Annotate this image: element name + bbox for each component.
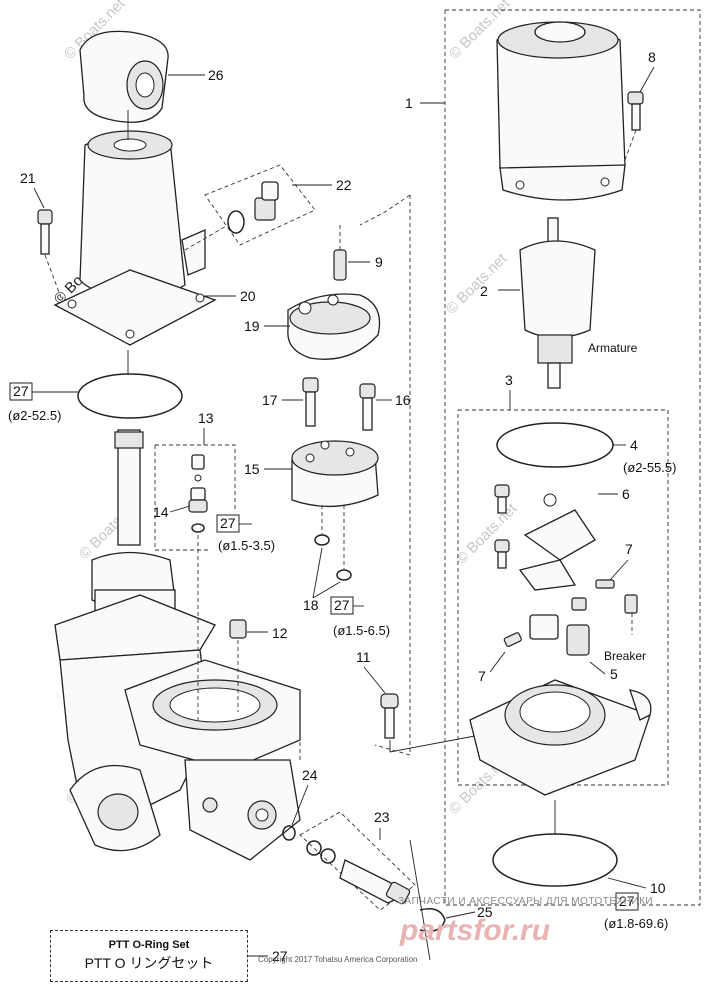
callout-6: 6 <box>622 486 630 502</box>
part-16-bolt <box>359 383 376 431</box>
part-1-group-box <box>444 9 701 906</box>
callout-12: 12 <box>272 625 288 641</box>
part-5-breaker <box>503 614 590 656</box>
callout-10: 10 <box>650 880 666 896</box>
spec-3-5: (ø1.5-3.5) <box>218 538 275 553</box>
part-23-valve <box>306 840 411 905</box>
callout-9: 9 <box>375 254 383 270</box>
callout-25: 25 <box>477 904 493 920</box>
o-ring-69-6 <box>492 833 618 887</box>
part-23-group-box <box>299 811 416 911</box>
o-ring-3-5 <box>191 523 205 533</box>
callout-27-ref: 27 <box>619 893 635 909</box>
ref-box-27 <box>330 596 354 615</box>
o-ring-part-24 <box>282 825 296 841</box>
o-ring-set-legend: PTT O-Ring Set PTT O リングセット <box>50 930 248 982</box>
callout-15: 15 <box>244 461 260 477</box>
spec-6-5: (ø1.5-6.5) <box>333 623 390 638</box>
callout-3: 3 <box>505 372 513 388</box>
part-9-pin <box>333 249 347 281</box>
part-7-spring-upper <box>571 579 638 614</box>
part-22-valve <box>227 181 279 234</box>
callout-27-ref: 27 <box>220 515 236 531</box>
callout-22: 22 <box>336 177 352 193</box>
copyright-text: Copyright 2017 Tohatsu America Corporati… <box>258 955 418 964</box>
part-2-armature <box>519 217 596 389</box>
callout-11: 11 <box>356 649 371 665</box>
site-ad-text: ЗАПЧАСТИ И АКСЕССУАРЫ ДЛЯ МОТОТЕХНИКИ <box>398 896 653 907</box>
watermark: © Boats.net <box>443 250 511 318</box>
part-13-check-valve <box>188 454 208 513</box>
o-ring-55-5 <box>496 422 614 468</box>
watermark: © Boats.net <box>453 500 521 568</box>
part-6-brush-holder <box>494 484 596 591</box>
callout-24: 24 <box>302 767 318 783</box>
breaker-label: Breaker <box>604 649 646 663</box>
o-ring-6-5 <box>336 569 352 581</box>
spec-52-5: (ø2-52.5) <box>8 408 61 423</box>
part-12-valve <box>229 619 247 639</box>
callout-23: 23 <box>374 809 390 825</box>
callout-7: 7 <box>478 668 486 684</box>
armature-label: Armature <box>588 341 638 355</box>
callout-16: 16 <box>395 392 411 408</box>
site-logo: partsfor.ru <box>399 914 550 947</box>
callout-17: 17 <box>262 392 278 408</box>
part-8-screw <box>627 91 644 131</box>
callout-14: 14 <box>153 504 169 520</box>
callout-20: 20 <box>240 288 256 304</box>
spec-69-6: (ø1.8-69.6) <box>604 916 668 931</box>
part-20-housing <box>53 130 217 346</box>
ref-box-27 <box>615 892 639 911</box>
motor-base-plate <box>469 679 652 796</box>
part-21-bolt <box>37 209 53 255</box>
o-ring-6-5 <box>314 534 330 546</box>
part-22-group-box <box>204 164 316 246</box>
callout-21: 21 <box>20 170 36 186</box>
callout-5: 5 <box>610 666 618 682</box>
callout-8: 8 <box>648 49 656 65</box>
ref-box-27 <box>9 382 33 401</box>
callout-1: 1 <box>405 95 413 111</box>
spec-55-5: (ø2-55.5) <box>623 460 676 475</box>
part-15-pump <box>291 440 379 508</box>
part-1-motor-housing <box>496 21 626 201</box>
o-ring-52-5 <box>77 373 183 419</box>
part-17-bolt <box>302 377 319 427</box>
callout-27-legend: 27 <box>272 948 288 964</box>
callout-18: 18 <box>303 597 319 613</box>
callout-2: 2 <box>480 283 488 299</box>
part-11-screw <box>380 693 399 739</box>
part-3-group-box <box>457 409 669 786</box>
part-19-plate <box>287 293 381 360</box>
callout-4: 4 <box>630 437 638 453</box>
legend-title: PTT O-Ring Set <box>108 939 190 951</box>
clip-part-25 <box>419 908 446 932</box>
callout-13: 13 <box>198 410 214 426</box>
legend-subtitle: PTT O リングセット <box>84 955 214 971</box>
callout-26: 26 <box>208 67 224 83</box>
part-26-cap <box>79 30 169 123</box>
ref-box-27 <box>216 514 240 533</box>
ptt-cylinder-body <box>54 429 301 861</box>
callout-27-ref: 27 <box>334 597 350 613</box>
part-13-group-box <box>155 444 236 510</box>
callout-27-ref: 27 <box>13 383 29 399</box>
callout-7: 7 <box>625 541 633 557</box>
callout-19: 19 <box>244 318 260 334</box>
